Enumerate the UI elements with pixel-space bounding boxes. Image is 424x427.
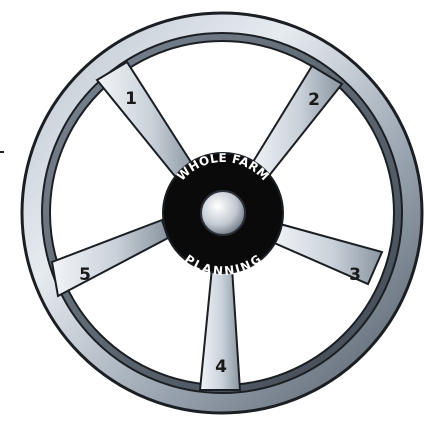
spoke-1-label: 1 <box>125 89 137 109</box>
spoke-4-label: 4 <box>215 357 227 377</box>
spoke-5-label: 5 <box>79 265 91 285</box>
spoke-3-label: 3 <box>349 265 361 285</box>
spoke-2-label: 2 <box>308 90 320 110</box>
hub-cap <box>201 191 245 235</box>
